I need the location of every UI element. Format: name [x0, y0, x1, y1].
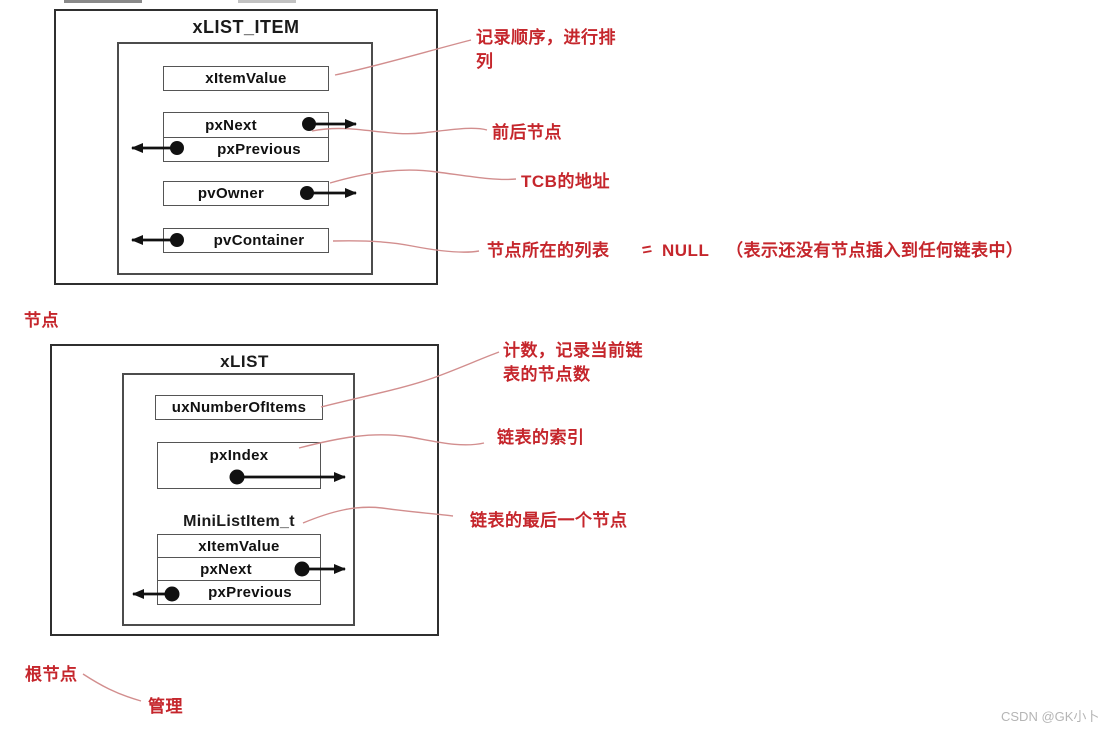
xlist-item-inner-box: [117, 42, 373, 275]
field-next-prev-stack: pxNext pxPrevious: [163, 112, 329, 162]
annotation-null-note: （表示还没有节点插入到任何链表中）: [726, 241, 1024, 260]
annotation-prev-next: 前后节点: [492, 123, 562, 142]
mini-field-xitemvalue: xItemValue: [198, 537, 280, 555]
field-pxnext: pxNext: [205, 116, 257, 134]
annotation-container-list: 节点所在的列表: [487, 241, 610, 260]
annotation-count: 计数，记录当前链表的节点数: [503, 341, 643, 384]
xlist-inner-box: [122, 373, 355, 626]
mini-list-item-stack: xItemValue pxNext pxPrevious: [157, 534, 321, 605]
label-root-node: 根节点: [25, 665, 78, 684]
annotation-index: 链表的索引: [497, 428, 585, 447]
annotation-null-equals: =: [640, 239, 655, 260]
field-pvcontainer: pvContainer: [163, 228, 329, 253]
top-edge-artifact: [64, 0, 142, 3]
xlist-title: xLIST: [220, 352, 269, 371]
annotation-tcb-address: TCB的地址: [521, 172, 610, 191]
xlist-item-title: xLIST_ITEM: [192, 17, 300, 37]
label-manage: 管理: [148, 697, 183, 716]
field-uxnumberofitems: uxNumberOfItems: [155, 395, 323, 420]
mini-field-pxnext: pxNext: [158, 557, 320, 580]
field-xitemvalue: xItemValue: [163, 66, 329, 91]
label-node: 节点: [24, 311, 59, 330]
annotation-order: 记录顺序，进行排列: [476, 28, 616, 71]
mini-list-item-title: MiniListItem_t: [183, 513, 295, 530]
field-pxprevious: pxPrevious: [164, 137, 328, 161]
mini-field-pxprevious: pxPrevious: [158, 580, 320, 603]
top-edge-artifact: [238, 0, 296, 3]
annotation-last-node: 链表的最后一个节点: [470, 511, 628, 530]
annotation-null-value: NULL: [662, 241, 710, 260]
field-pxindex: pxIndex: [157, 442, 321, 489]
field-pvowner: pvOwner: [163, 181, 329, 206]
connector-root-manage: [82, 673, 142, 702]
csdn-watermark: CSDN @GK小卜: [1001, 709, 1100, 724]
